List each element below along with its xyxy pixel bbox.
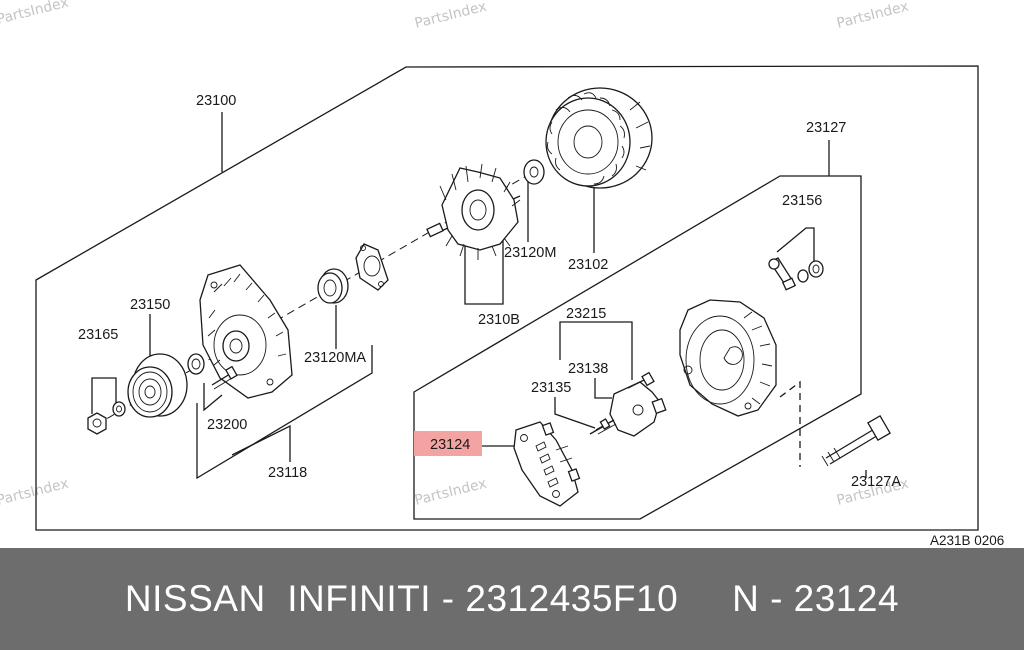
bearing-retainer [355,243,389,291]
screw-23200 [211,365,238,390]
rear-cover [679,299,777,417]
through-bolt-23127A [821,414,891,467]
front-cover-23118 [199,264,293,399]
label-23138: 23138 [568,361,608,377]
highlight-box-23124 [414,431,482,456]
screw-23135 [589,418,611,435]
leader-lines [91,112,867,480]
watermark: PartsIndex [413,0,488,32]
pulley-23150 [127,353,188,418]
part-number-banner: NISSAN INFINITI - 2312435F10 N - 23124 [0,548,1024,650]
part-number-text: NISSAN INFINITI - 2312435F10 N - 23124 [124,578,900,619]
spacer-ring [187,353,205,375]
label-23118: 23118 [268,465,307,481]
watermark: PartsIndex [0,476,70,509]
label-23150: 23150 [130,297,170,313]
terminal-bolt-23156 [768,257,824,291]
label-23120MA: 23120MA [304,350,366,366]
label-23156: 23156 [782,193,822,209]
label-23200: 23200 [207,417,247,433]
label-2310B: 2310B [478,312,520,328]
exploded-view-drawing: PartsIndex PartsIndex PartsIndex PartsIn… [0,0,1004,548]
label-23127: 23127 [806,120,846,136]
rectifier-23124 [513,421,581,507]
watermark: PartsIndex [835,0,910,32]
assembly-frame [35,65,979,531]
stator-23102 [545,87,653,189]
watermark: PartsIndex [413,476,488,509]
label-23127A: 23127A [851,474,901,490]
bearing-23120M [523,159,545,185]
label-23135: 23135 [531,380,571,396]
label-23124: 23124 [430,437,470,453]
regulator-23138 [595,371,667,437]
diagram-code: A231B 0206 [930,533,1004,548]
nut-23165 [87,401,126,435]
bearing-23120MA [317,268,349,304]
parts-diagram: PartsIndex PartsIndex PartsIndex PartsIn… [0,0,1005,548]
rotor-2310B [426,163,521,260]
inner-group-frame [413,175,862,520]
label-23120M: 23120M [504,245,556,261]
label-23215: 23215 [566,306,606,322]
label-23100: 23100 [196,93,236,109]
watermark: PartsIndex [0,0,70,28]
label-23165: 23165 [78,327,118,343]
label-23102: 23102 [568,257,608,273]
